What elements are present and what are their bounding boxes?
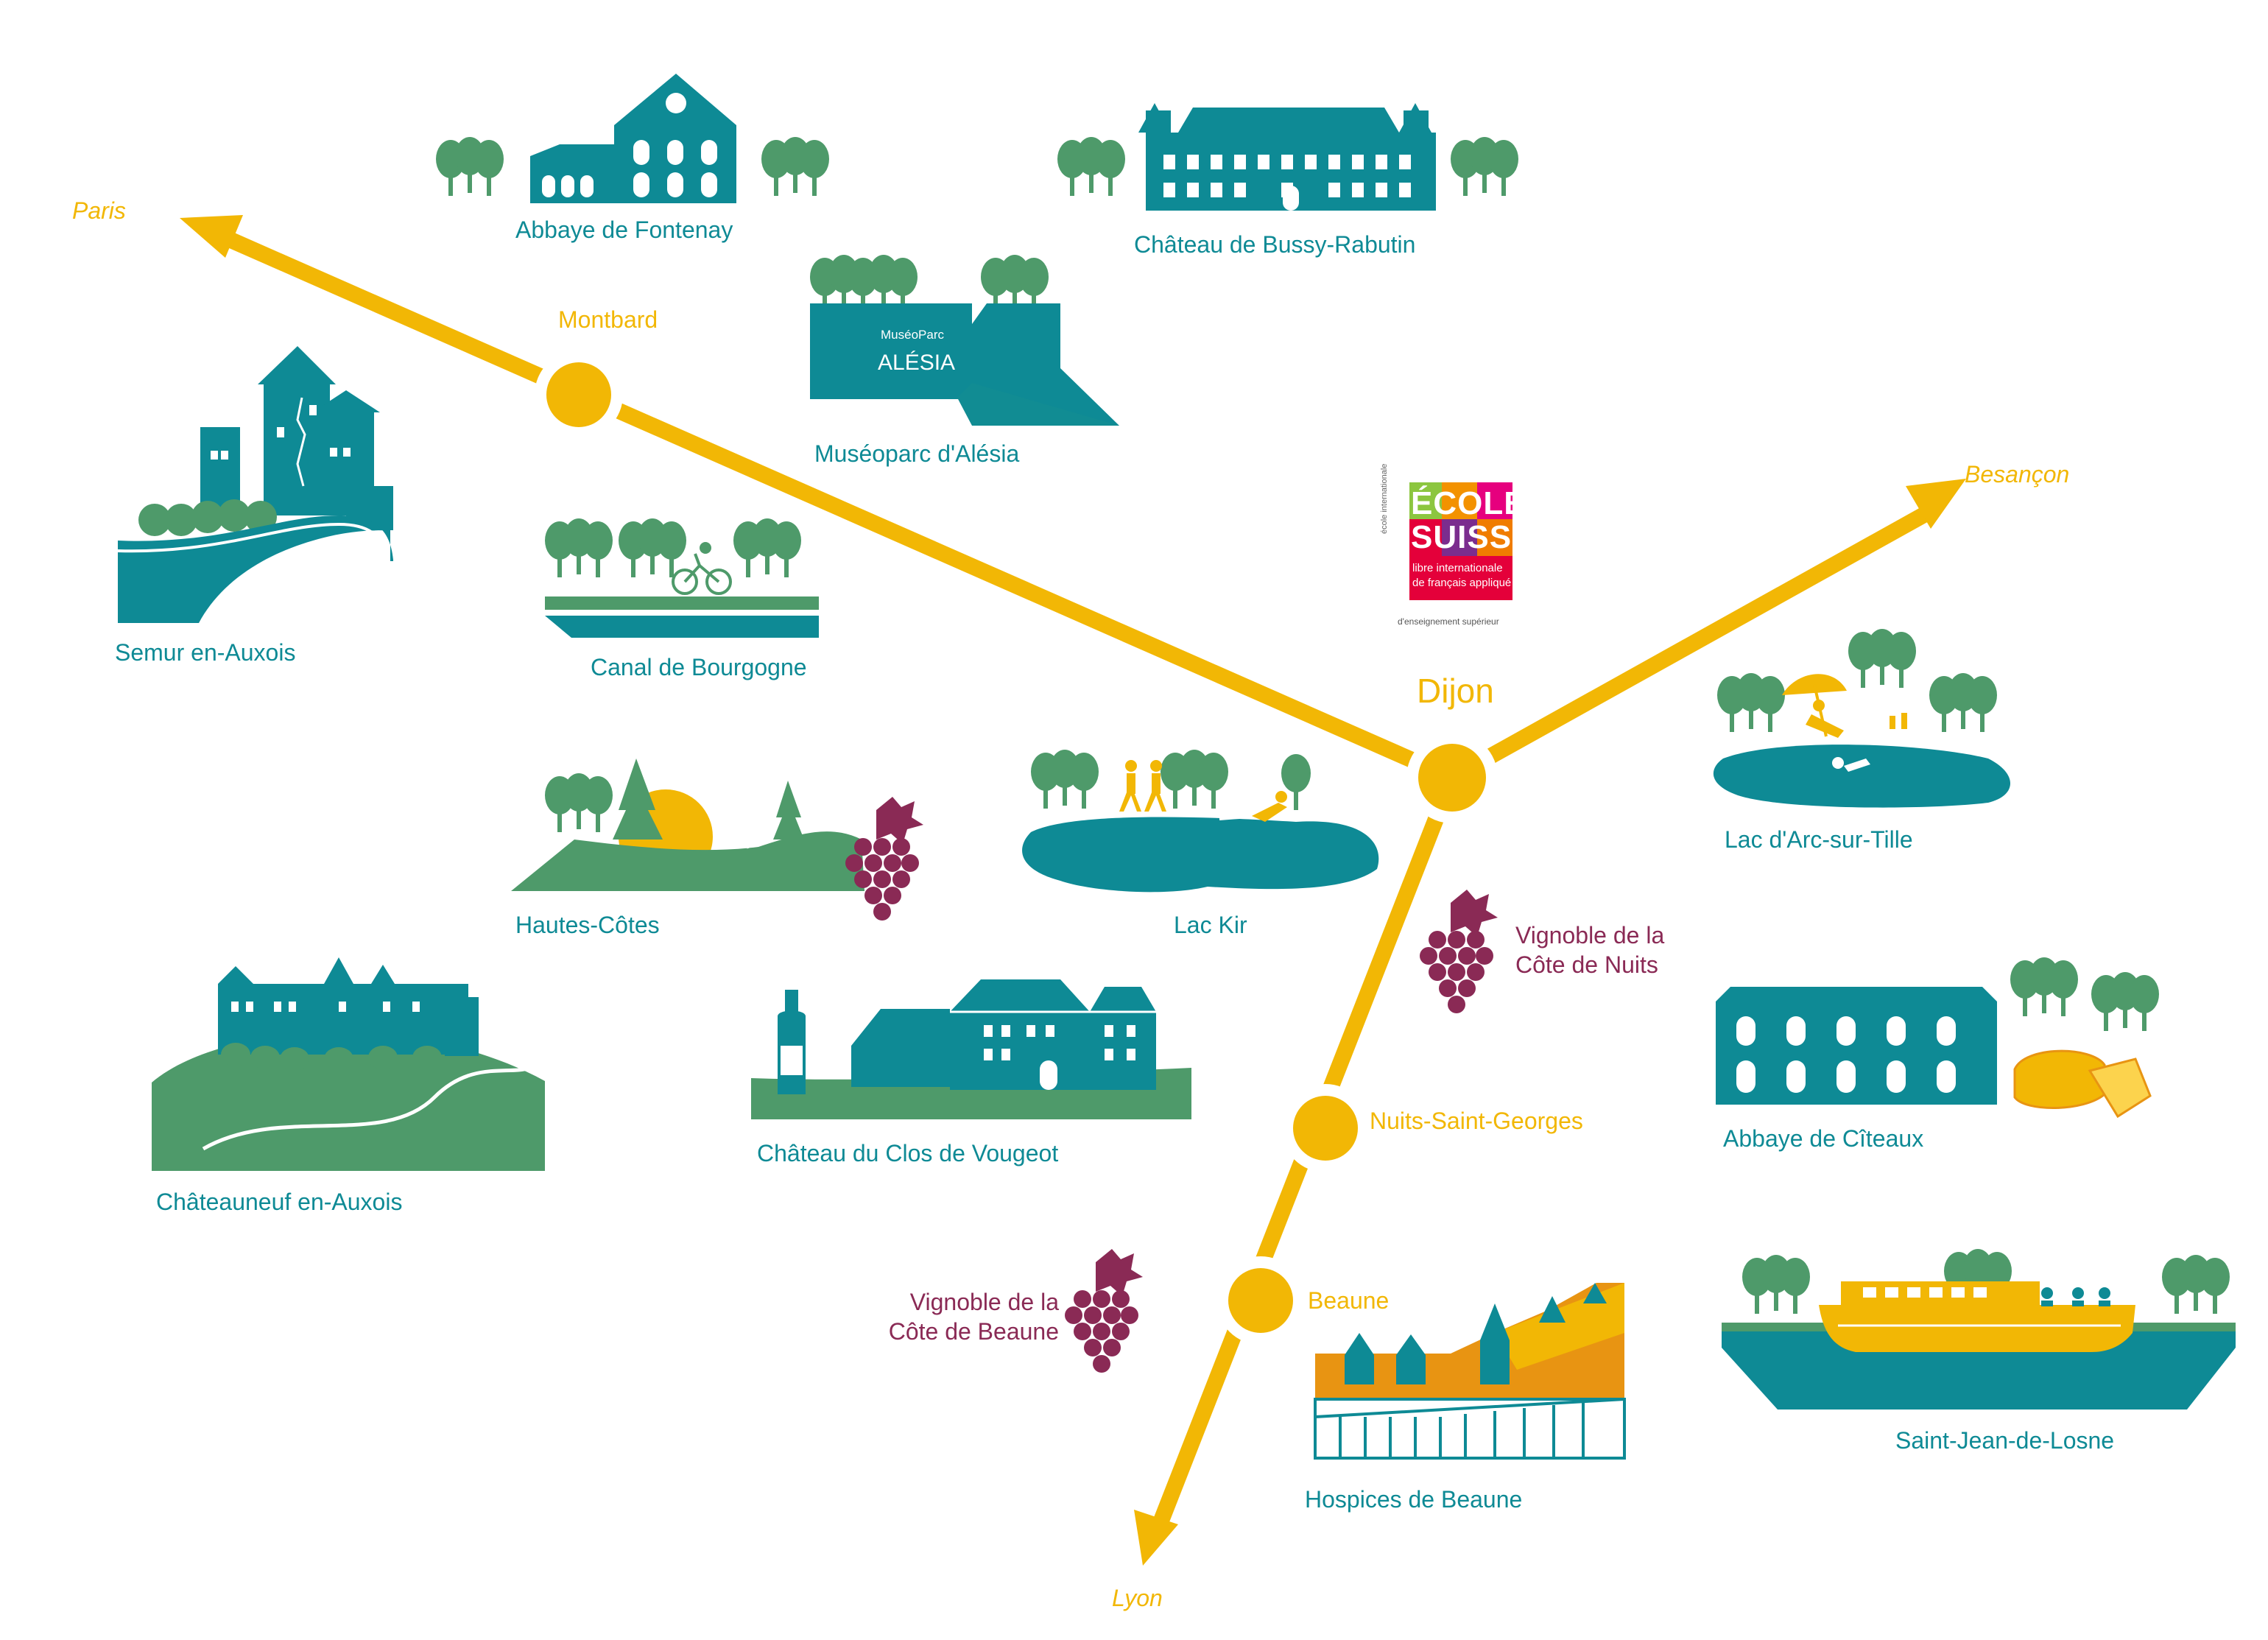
arrow-besancon bbox=[1906, 479, 1966, 529]
citeaux-illustration bbox=[1716, 957, 2159, 1119]
ecole-suisse-logo: ÉCOLE SUISSE libre internationale de fra… bbox=[1380, 464, 1538, 630]
logo-sub1: libre internationale bbox=[1412, 562, 1503, 574]
stop-montbard[interactable] bbox=[546, 362, 611, 427]
stop-label-beaune: Beaune bbox=[1308, 1287, 1390, 1314]
place-chateauneuf[interactable]: Châteauneuf en-Auxois bbox=[156, 1189, 403, 1215]
boat-icon bbox=[1819, 1281, 2135, 1352]
place-fontenay[interactable]: Abbaye de Fontenay bbox=[515, 217, 733, 243]
route-label-besancon: Besançon bbox=[1965, 461, 2070, 488]
parasol-icon bbox=[1782, 674, 1847, 738]
fontenay-illustration bbox=[436, 74, 829, 203]
stop-nuits[interactable] bbox=[1293, 1096, 1358, 1161]
road-besancon bbox=[1448, 504, 1934, 785]
cheese-icon bbox=[2013, 1049, 2152, 1119]
stop-label-montbard: Montbard bbox=[558, 306, 658, 333]
place-arc-sur-tille[interactable]: Lac d'Arc-sur-Tille bbox=[1725, 826, 1913, 853]
place-canal[interactable]: Canal de Bourgogne bbox=[591, 654, 807, 680]
place-hospices[interactable]: Hospices de Beaune bbox=[1305, 1486, 1523, 1513]
chateauneuf-illustration bbox=[152, 957, 545, 1171]
vineyard-beaune[interactable]: Vignoble de la Côte de Beaune bbox=[888, 1289, 1059, 1345]
road-paris bbox=[217, 228, 1456, 786]
vougeot-illustration bbox=[751, 979, 1191, 1119]
stops bbox=[546, 362, 1486, 1333]
swimmer-icon bbox=[1832, 757, 1870, 772]
route-label-paris: Paris bbox=[72, 197, 126, 224]
semur-illustration bbox=[117, 346, 393, 623]
road-arrows bbox=[180, 215, 1966, 1566]
museoparc-sign-big: ALÉSIA bbox=[878, 351, 955, 375]
arc-sur-tille-illustration bbox=[1713, 629, 2010, 808]
place-vougeot[interactable]: Château du Clos de Vougeot bbox=[757, 1140, 1059, 1166]
wine-bottle-icon bbox=[778, 990, 806, 1094]
logo-side: école internationale bbox=[1380, 463, 1389, 534]
logo-sub2: de français appliqué bbox=[1412, 577, 1512, 589]
stop-beaune[interactable] bbox=[1228, 1268, 1293, 1333]
logo-line2: SUISSE bbox=[1411, 519, 1535, 555]
hiker-icon bbox=[717, 792, 750, 849]
place-saint-jean[interactable]: Saint-Jean-de-Losne bbox=[1895, 1427, 2115, 1454]
place-bussy[interactable]: Château de Bussy-Rabutin bbox=[1134, 231, 1416, 258]
route-label-lyon: Lyon bbox=[1112, 1585, 1163, 1611]
place-hautes-cotes[interactable]: Hautes-Côtes bbox=[515, 912, 660, 938]
vineyard-nuits[interactable]: Vignoble de la Côte de Nuits bbox=[1515, 922, 1665, 978]
grape-icon-nuits bbox=[1420, 890, 1498, 1013]
canal-illustration bbox=[545, 518, 819, 638]
stop-label-dijon: Dijon bbox=[1417, 672, 1494, 710]
hospices-illustration bbox=[1314, 1283, 1626, 1460]
grape-icon-beaune bbox=[1065, 1249, 1143, 1373]
lac-kir-illustration bbox=[1022, 750, 1379, 893]
saint-jean-illustration bbox=[1722, 1249, 2236, 1410]
arrow-paris bbox=[180, 215, 243, 258]
grape-icon bbox=[845, 797, 923, 921]
stop-label-nuits: Nuits-Saint-Georges bbox=[1370, 1108, 1583, 1134]
place-alesia[interactable]: Muséoparc d'Alésia bbox=[814, 440, 1020, 467]
cyclist-icon bbox=[672, 553, 732, 595]
hautes-cotes-illustration bbox=[511, 759, 923, 921]
place-citeaux[interactable]: Abbaye de Cîteaux bbox=[1723, 1125, 1924, 1152]
alesia-illustration: MuséoParc ALÉSIA bbox=[810, 255, 1119, 426]
place-lac-kir[interactable]: Lac Kir bbox=[1174, 912, 1247, 938]
stop-dijon[interactable] bbox=[1418, 744, 1486, 812]
logo-foot: d'enseignement supérieur bbox=[1398, 616, 1499, 627]
logo-line1: ÉCOLE bbox=[1411, 485, 1526, 521]
bussy-illustration bbox=[1057, 103, 1518, 211]
place-semur[interactable]: Semur en-Auxois bbox=[115, 639, 296, 666]
arrow-lyon bbox=[1134, 1510, 1178, 1566]
museoparc-sign-small: MuséoParc bbox=[881, 328, 944, 342]
